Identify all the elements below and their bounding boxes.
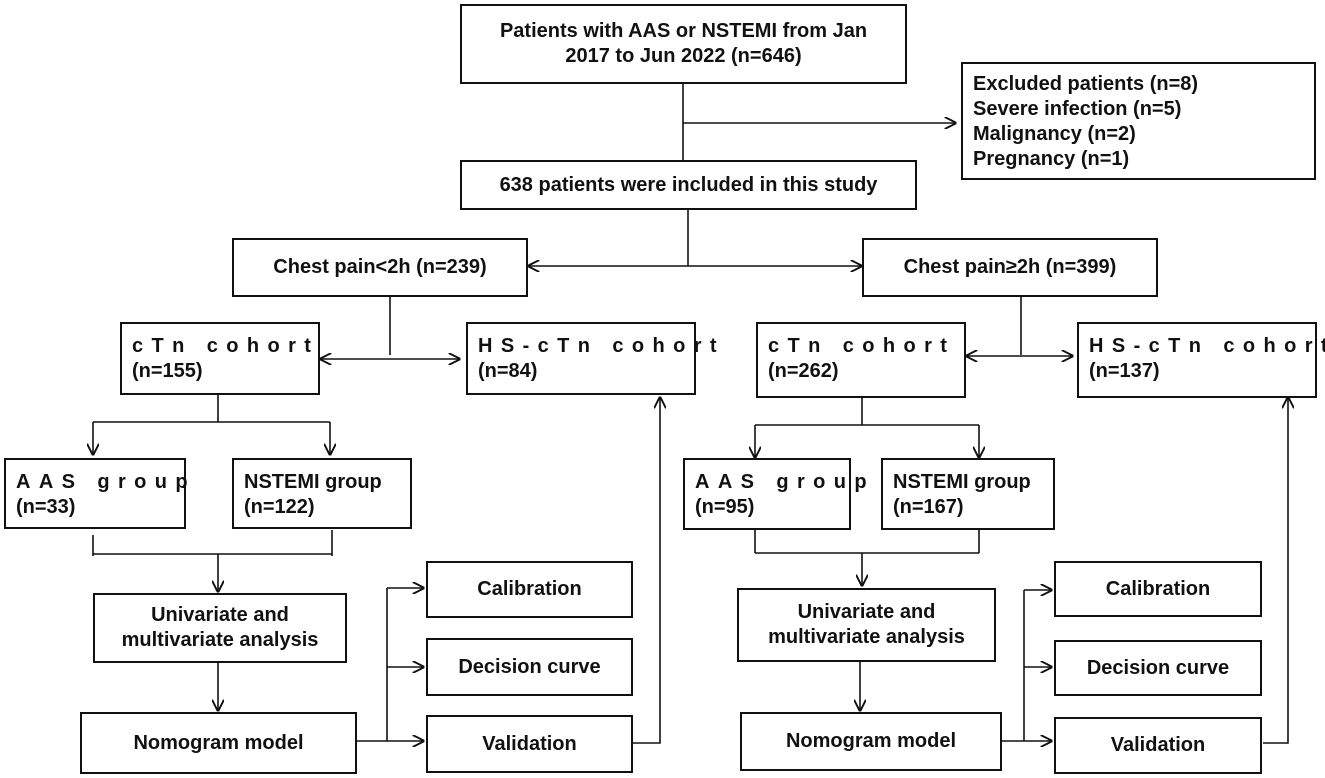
excluded-line-pregnancy: Pregnancy (n=1)	[973, 148, 1130, 170]
included-patients-box: 638 patients were included in this study	[460, 160, 917, 210]
right-analysis-line-2: multivariate analysis	[768, 626, 965, 648]
right-nstemi-group-box: NSTEMI group (n=167)	[881, 458, 1055, 530]
left-validation-box: Validation	[426, 715, 633, 773]
source-patients-box: Patients with AAS or NSTEMI from Jan 201…	[460, 4, 907, 84]
right-aas-group-title: AAS group	[695, 471, 876, 493]
right-ctn-cohort-box: cTn cohort (n=262)	[756, 322, 966, 398]
right-hs-ctn-cohort-box: HS-cTn cohort (n=137)	[1077, 322, 1325, 398]
left-analysis-line-1: Univariate and	[151, 604, 289, 626]
right-analysis-box: Univariate and multivariate analysis	[737, 588, 996, 662]
edge-left-validation-hs	[633, 397, 660, 744]
left-nomogram-box: Nomogram model	[80, 712, 357, 774]
excluded-patients-box: Excluded patients (n=8) Severe infection…	[961, 62, 1316, 180]
left-ctn-cohort-title: cTn cohort	[132, 335, 320, 357]
left-aas-group-count: (n=33)	[16, 496, 76, 518]
included-text: 638 patients were included in this study	[499, 173, 878, 196]
edge-right-validation-hs	[1263, 397, 1288, 744]
right-decision-curve-box: Decision curve	[1054, 640, 1262, 696]
left-decision-curve-box: Decision curve	[426, 638, 633, 696]
left-analysis-box: Univariate and multivariate analysis	[93, 593, 347, 663]
right-validation-text: Validation	[1110, 734, 1206, 756]
right-nomogram-box: Nomogram model	[740, 712, 1002, 771]
right-hs-ctn-cohort-title: HS-cTn cohort	[1089, 335, 1325, 357]
right-validation-box: Validation	[1054, 717, 1262, 774]
right-nomogram-text: Nomogram model	[785, 730, 957, 752]
left-hs-ctn-cohort-box: HS-cTn cohort (n=84)	[466, 322, 725, 395]
right-hs-ctn-cohort-count: (n=137)	[1089, 360, 1160, 382]
left-nomogram-text: Nomogram model	[133, 731, 304, 754]
chest-pain-ge2h-box: Chest pain≥2h (n=399)	[862, 238, 1158, 297]
chest-pain-lt2h-text: Chest pain<2h (n=239)	[273, 256, 487, 278]
right-calibration-text: Calibration	[1105, 577, 1211, 600]
chest-pain-lt2h-box: Chest pain<2h (n=239)	[232, 238, 528, 297]
right-aas-group-count: (n=95)	[695, 496, 755, 518]
left-hs-ctn-cohort-title: HS-cTn cohort	[478, 335, 725, 357]
right-calibration-box: Calibration	[1054, 561, 1262, 617]
right-analysis-line-1: Univariate and	[797, 601, 936, 623]
right-ctn-cohort-count: (n=262)	[768, 360, 839, 382]
excluded-line-malignancy: Malignancy (n=2)	[973, 123, 1136, 145]
left-nstemi-group-count: (n=122)	[244, 496, 315, 518]
source-line-2: 2017 to Jun 2022 (n=646)	[565, 45, 802, 67]
left-aas-group-box: AAS group (n=33)	[4, 458, 197, 529]
left-aas-group-title: AAS group	[16, 471, 197, 493]
right-nstemi-group-title: NSTEMI group	[893, 471, 1031, 493]
source-line-1: Patients with AAS or NSTEMI from Jan	[499, 20, 868, 42]
right-decision-curve-text: Decision curve	[1086, 656, 1230, 679]
left-hs-ctn-cohort-count: (n=84)	[478, 360, 538, 382]
chest-pain-ge2h-text: Chest pain≥2h (n=399)	[903, 256, 1117, 278]
excluded-line-total: Excluded patients (n=8)	[973, 73, 1199, 95]
left-nstemi-group-title: NSTEMI group	[244, 471, 382, 493]
left-decision-curve-text: Decision curve	[458, 655, 601, 678]
left-ctn-cohort-box: cTn cohort (n=155)	[120, 322, 320, 395]
left-calibration-box: Calibration	[426, 561, 633, 618]
left-calibration-text: Calibration	[477, 578, 582, 600]
right-ctn-cohort-title: cTn cohort	[768, 335, 956, 357]
left-analysis-line-2: multivariate analysis	[121, 629, 319, 651]
left-nstemi-group-box: NSTEMI group (n=122)	[232, 458, 412, 529]
right-aas-group-box: AAS group (n=95)	[683, 458, 876, 530]
left-ctn-cohort-count: (n=155)	[132, 360, 203, 382]
right-nstemi-group-count: (n=167)	[893, 496, 964, 518]
left-validation-text: Validation	[482, 732, 577, 755]
excluded-line-infection: Severe infection (n=5)	[973, 98, 1182, 120]
